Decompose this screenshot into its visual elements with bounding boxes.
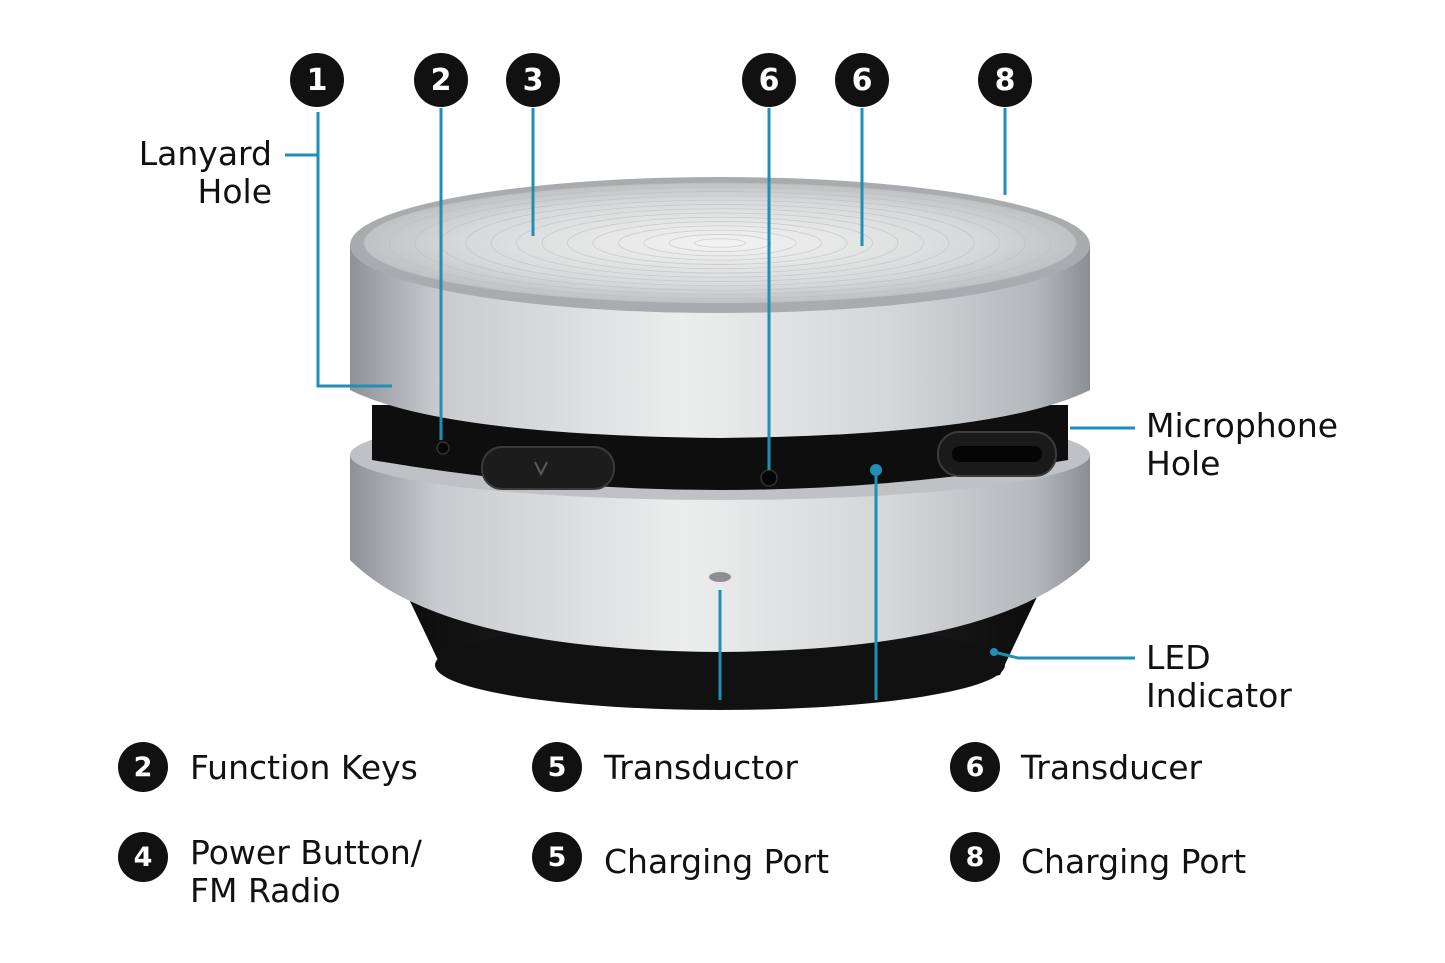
top-badge-6a: 6 <box>742 53 796 107</box>
callout-dot-transductor <box>870 464 882 476</box>
label-lanyard-hole: Lanyard Hole <box>138 134 272 211</box>
legend-badge-4: 4 <box>118 832 168 882</box>
grille-ring <box>490 204 950 282</box>
label-microphone-hole: Microphone Hole <box>1146 406 1339 483</box>
legend-badge-5b: 5 <box>532 832 582 882</box>
grille-ring <box>617 225 823 261</box>
legend-text-function-keys: Function Keys <box>190 748 418 787</box>
callout-line-1 <box>316 112 392 388</box>
legend-text-charging-port-b: Charging Port <box>1021 842 1247 881</box>
label-led-indicator: LED Indicator <box>1146 638 1292 715</box>
grille-ring <box>363 182 1077 304</box>
led-indicator-light <box>709 572 731 582</box>
legend-badge-8: 8 <box>950 832 1000 882</box>
top-badge-3: 3 <box>506 53 560 107</box>
speaker-upper-band <box>350 177 1090 438</box>
legend-badge-5a: 5 <box>532 742 582 792</box>
volume-rocker <box>481 446 615 490</box>
grille-ring <box>414 191 1026 295</box>
top-badge-2: 2 <box>414 53 468 107</box>
legend-text-power-button: Power Button/ FM Radio <box>190 833 422 910</box>
callout-lines <box>285 108 1135 700</box>
speaker-middle-ring <box>372 405 1068 490</box>
top-badge-6b: 6 <box>835 53 889 107</box>
grille-ring <box>541 212 899 274</box>
legend-badge-6: 6 <box>950 742 1000 792</box>
top-badge-8: 8 <box>978 53 1032 107</box>
callout-dots <box>870 464 998 656</box>
grille-ring <box>465 199 975 287</box>
legend-badge-2: 2 <box>118 742 168 792</box>
grille-ring <box>694 238 746 248</box>
legend-text-charging-port-a: Charging Port <box>604 842 830 881</box>
callout-line-led <box>993 650 1135 660</box>
legend-text-transductor: Transductor <box>604 748 798 787</box>
top-badge-1: 1 <box>290 53 344 107</box>
grille-ring <box>592 221 848 265</box>
grille-ring <box>668 234 772 252</box>
grille-ring <box>567 216 873 270</box>
grille-ring <box>643 229 797 257</box>
function-key-hole <box>436 441 450 455</box>
speaker-top-grille <box>364 183 1076 303</box>
transducer-hole <box>760 469 778 487</box>
legend-text-transducer: Transducer <box>1021 748 1203 787</box>
grille-ring <box>516 208 924 278</box>
callout-dot-led <box>990 648 998 656</box>
top-grille-rings <box>363 182 1077 304</box>
grille-ring <box>389 186 1051 300</box>
